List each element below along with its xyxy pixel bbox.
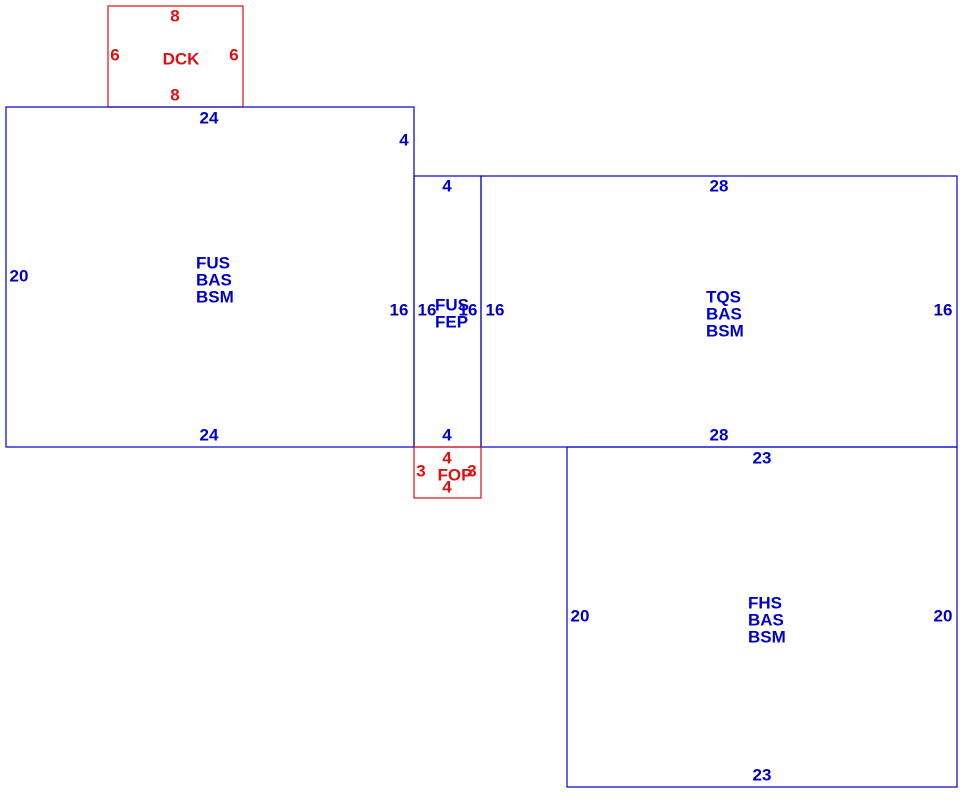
dim-main-right-lower: 16 <box>390 300 409 319</box>
area-code-main-2: BAS <box>196 270 232 289</box>
area-fop-outline <box>413 446 482 499</box>
dim-dck-right: 6 <box>229 45 238 64</box>
area-code-tqs-1: TQS <box>706 287 741 306</box>
dim-dck-bottom: 8 <box>170 85 179 104</box>
area-code-main-1: FUS <box>196 253 230 272</box>
dim-fhs-top: 23 <box>753 448 772 467</box>
area-code-fop: FOP <box>438 465 473 484</box>
dim-fop-right: 3 <box>467 461 476 480</box>
dim-fhs-left: 20 <box>571 606 590 625</box>
dim-main-left: 20 <box>10 266 29 285</box>
dim-tqs-bottom: 28 <box>710 425 729 444</box>
dim-tqs-left: 16 <box>486 300 505 319</box>
area-code-tqs-3: BSM <box>706 321 744 340</box>
dim-main-bottom: 24 <box>200 425 219 444</box>
dim-porch-left: 16 <box>418 300 437 319</box>
area-code-tqs-2: BAS <box>706 304 742 323</box>
dim-fhs-right: 20 <box>934 606 953 625</box>
area-fhs-outline <box>566 446 958 788</box>
area-code-fhs-1: FHS <box>748 593 782 612</box>
dim-fop-bottom: 4 <box>442 477 452 496</box>
area-code-fhs-3: BSM <box>748 627 786 646</box>
area-dck: 8 6 6 8 DCK <box>107 5 244 108</box>
dim-porch-right: 16 <box>459 300 478 319</box>
area-tqs: 28 16 16 28 TQS BAS BSM <box>480 175 958 448</box>
area-main: 24 4 20 16 24 FUS BAS BSM <box>5 106 415 448</box>
dim-tqs-top: 28 <box>710 176 729 195</box>
area-fhs: 23 20 20 23 FHS BAS BSM <box>566 446 958 788</box>
area-code-porch-1: FUS <box>435 295 469 314</box>
dim-main-right-upper: 4 <box>399 130 409 149</box>
dim-dck-top: 8 <box>170 6 179 25</box>
dim-dck-left: 6 <box>110 45 119 64</box>
dim-porch-bottom: 4 <box>442 425 452 444</box>
area-fop: 4 3 3 4 FOP <box>413 446 482 499</box>
dim-main-top: 24 <box>200 108 219 127</box>
area-code-main-3: BSM <box>196 287 234 306</box>
dim-tqs-right: 16 <box>934 300 953 319</box>
area-porch: 4 16 16 4 FUS FEP <box>413 175 482 448</box>
dim-fop-left: 3 <box>416 461 425 480</box>
dim-porch-top: 4 <box>442 176 452 195</box>
area-code-porch-2: FEP <box>435 312 468 331</box>
area-code-dck: DCK <box>163 49 201 68</box>
area-code-fhs-2: BAS <box>748 610 784 629</box>
dim-fhs-bottom: 23 <box>753 765 772 784</box>
dim-fop-top: 4 <box>442 448 452 467</box>
